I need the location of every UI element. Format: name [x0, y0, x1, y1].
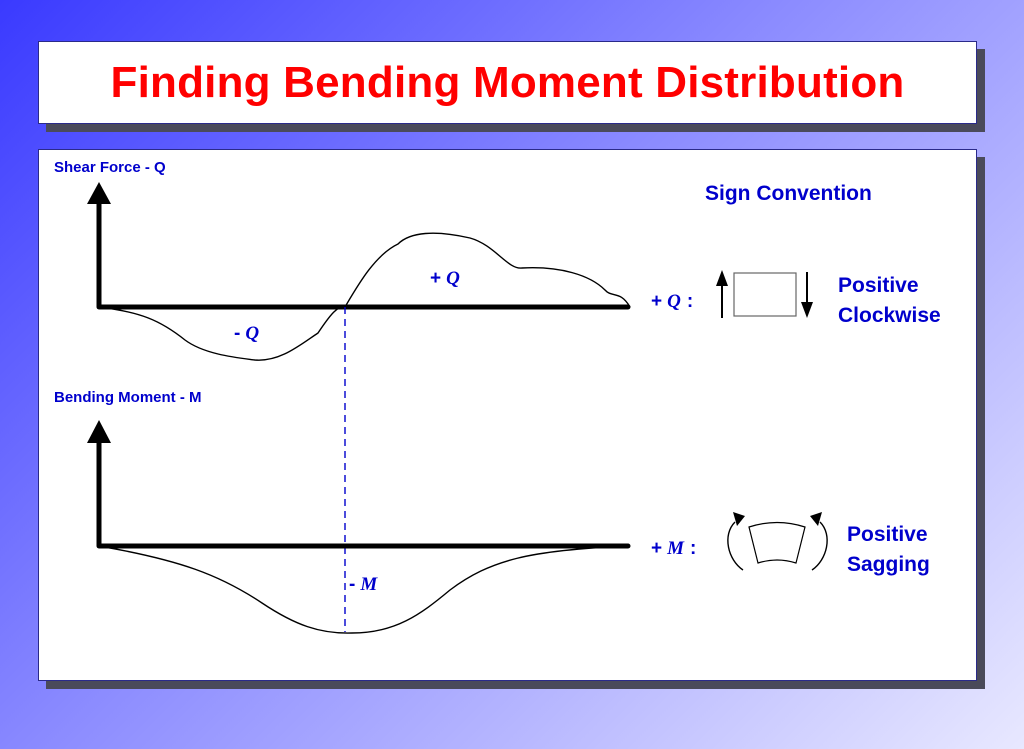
moment-convention-line2: Sagging — [847, 553, 930, 576]
shear-y-arrow-icon — [87, 182, 111, 204]
moment-convention-line1: Positive — [847, 523, 928, 546]
moment-convention-label: +M: — [651, 538, 696, 559]
shear-convention-label: +Q: — [651, 291, 693, 312]
shear-element-icon — [716, 270, 813, 318]
shear-axis-label: Shear Force - Q — [54, 159, 166, 176]
slide-title: Finding Bending Moment Distribution — [110, 57, 905, 107]
moment-y-arrow-icon — [87, 420, 111, 443]
sign-convention-heading: Sign Convention — [705, 182, 872, 205]
positive-shear-label: +Q — [430, 268, 460, 289]
negative-shear-label: -Q — [234, 323, 259, 344]
moment-axes — [87, 420, 111, 546]
shear-convention-line2: Clockwise — [838, 304, 941, 327]
shear-axes — [87, 182, 111, 307]
title-box: Finding Bending Moment Distribution — [38, 41, 977, 124]
sagging-element-icon — [727, 512, 828, 571]
shear-convention-line1: Positive — [838, 274, 919, 297]
moment-axis-label: Bending Moment - M — [54, 389, 201, 406]
content-box — [38, 149, 977, 681]
negative-moment-label: -M — [349, 574, 378, 595]
moment-curve — [98, 545, 629, 634]
shear-curve — [98, 232, 631, 361]
